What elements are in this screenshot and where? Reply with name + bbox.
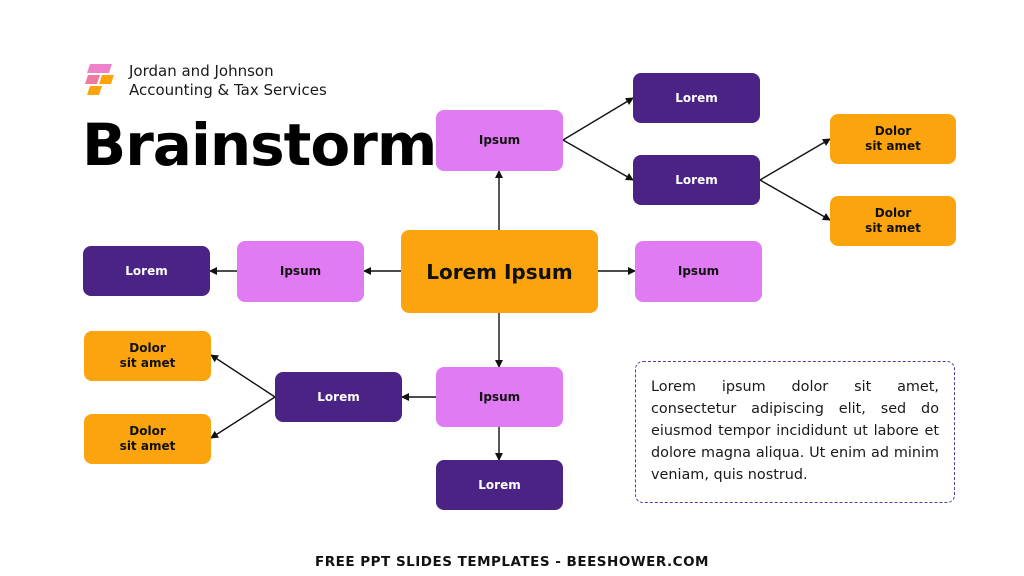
footer-text: FREE PPT SLIDES TEMPLATES - BEESHOWER.CO… <box>314 554 709 570</box>
top-lorem-node-1: Lorem <box>633 73 760 123</box>
bottom-ipsum-node: Ipsum <box>436 367 563 427</box>
connector-lorem-dolor-lower <box>759 179 831 221</box>
connector-top-lower <box>562 139 634 181</box>
connector-top-upper <box>562 97 634 141</box>
connector-lorem-dolor-lower-left <box>210 396 276 439</box>
right-ipsum-node: Ipsum <box>635 241 762 302</box>
company-name-line2: Accounting & Tax Services <box>129 81 327 99</box>
bottom-lorem-node: Lorem <box>436 460 563 510</box>
company-name: Jordan and Johnson Accounting & Tax Serv… <box>129 62 327 100</box>
top-ipsum-node: Ipsum <box>436 110 563 171</box>
company-logo <box>85 64 114 95</box>
bottom-dolor-node-2: Dolor sit amet <box>84 414 211 464</box>
top-lorem-node-2: Lorem <box>633 155 760 205</box>
center-node: Lorem Ipsum <box>401 230 598 313</box>
description-note: Lorem ipsum dolor sit amet, consectetur … <box>635 361 955 503</box>
left-ipsum-node: Ipsum <box>237 241 364 302</box>
bottom-dolor-node-1: Dolor sit amet <box>84 331 211 381</box>
page-title: Brainstorm <box>82 111 437 179</box>
company-name-line1: Jordan and Johnson <box>129 62 274 80</box>
top-dolor-node-1: Dolor sit amet <box>830 114 956 164</box>
bottom-left-lorem-node: Lorem <box>275 372 402 422</box>
left-lorem-node: Lorem <box>83 246 210 296</box>
connector-lorem-dolor-upper-left <box>210 354 276 398</box>
connector-lorem-dolor-upper <box>759 138 831 181</box>
top-dolor-node-2: Dolor sit amet <box>830 196 956 246</box>
